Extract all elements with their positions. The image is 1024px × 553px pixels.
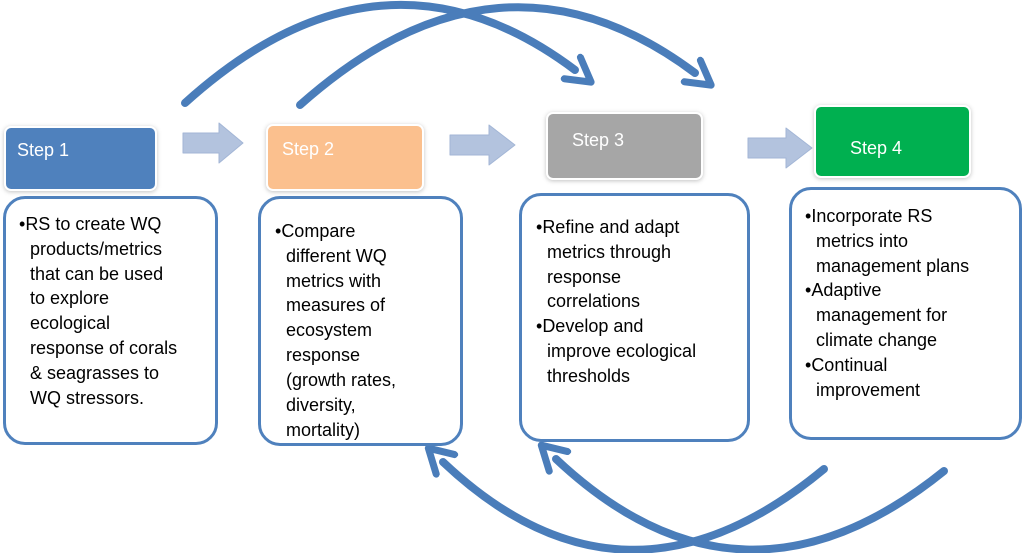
- step-2-header: Step 2: [266, 124, 424, 191]
- step-1-bullet: RS to create WQ products/metrics that ca…: [19, 212, 209, 411]
- step-3-bullet-2: Develop and improve ecological threshold…: [536, 314, 741, 388]
- step-4-body: Incorporate RS metrics into management p…: [789, 187, 1022, 440]
- step-3-title: Step 3: [572, 130, 625, 150]
- step-3-body: Refine and adapt metrics through respons…: [519, 193, 750, 442]
- step-1-body: RS to create WQ products/metrics that ca…: [3, 196, 218, 445]
- step-4-bullet-2: Adaptive management for climate change: [805, 278, 1015, 352]
- step-4-title: Step 4: [850, 138, 903, 158]
- step-2-title: Step 2: [282, 139, 335, 159]
- step-2-bullet: Compare different WQ metrics with measur…: [275, 219, 454, 442]
- arrow-right-step3-step4-icon: [747, 127, 813, 169]
- step-1-title: Step 1: [17, 140, 70, 160]
- step-3-header: Step 3: [546, 112, 703, 180]
- step-3-bullet-1: Refine and adapt metrics through respons…: [536, 215, 741, 314]
- curved-arrow-step1-to-step3-icon: [181, 0, 575, 107]
- step-4-header: Step 4: [814, 105, 971, 178]
- step-2-body: Compare different WQ metrics with measur…: [258, 196, 463, 446]
- curved-arrow-step2-to-step4-icon: [296, 3, 695, 109]
- curved-arrow-step4-to-step3-icon: [556, 459, 948, 553]
- step-1-header: Step 1: [4, 126, 157, 191]
- arrow-right-step1-step2-icon: [182, 122, 244, 164]
- step-4-bullet-3: Continual improvement: [805, 353, 1015, 403]
- curved-arrow-step4-to-step2-icon: [443, 462, 828, 553]
- step-4-bullet-1: Incorporate RS metrics into management p…: [805, 204, 1015, 278]
- arrow-right-step2-step3-icon: [449, 124, 516, 166]
